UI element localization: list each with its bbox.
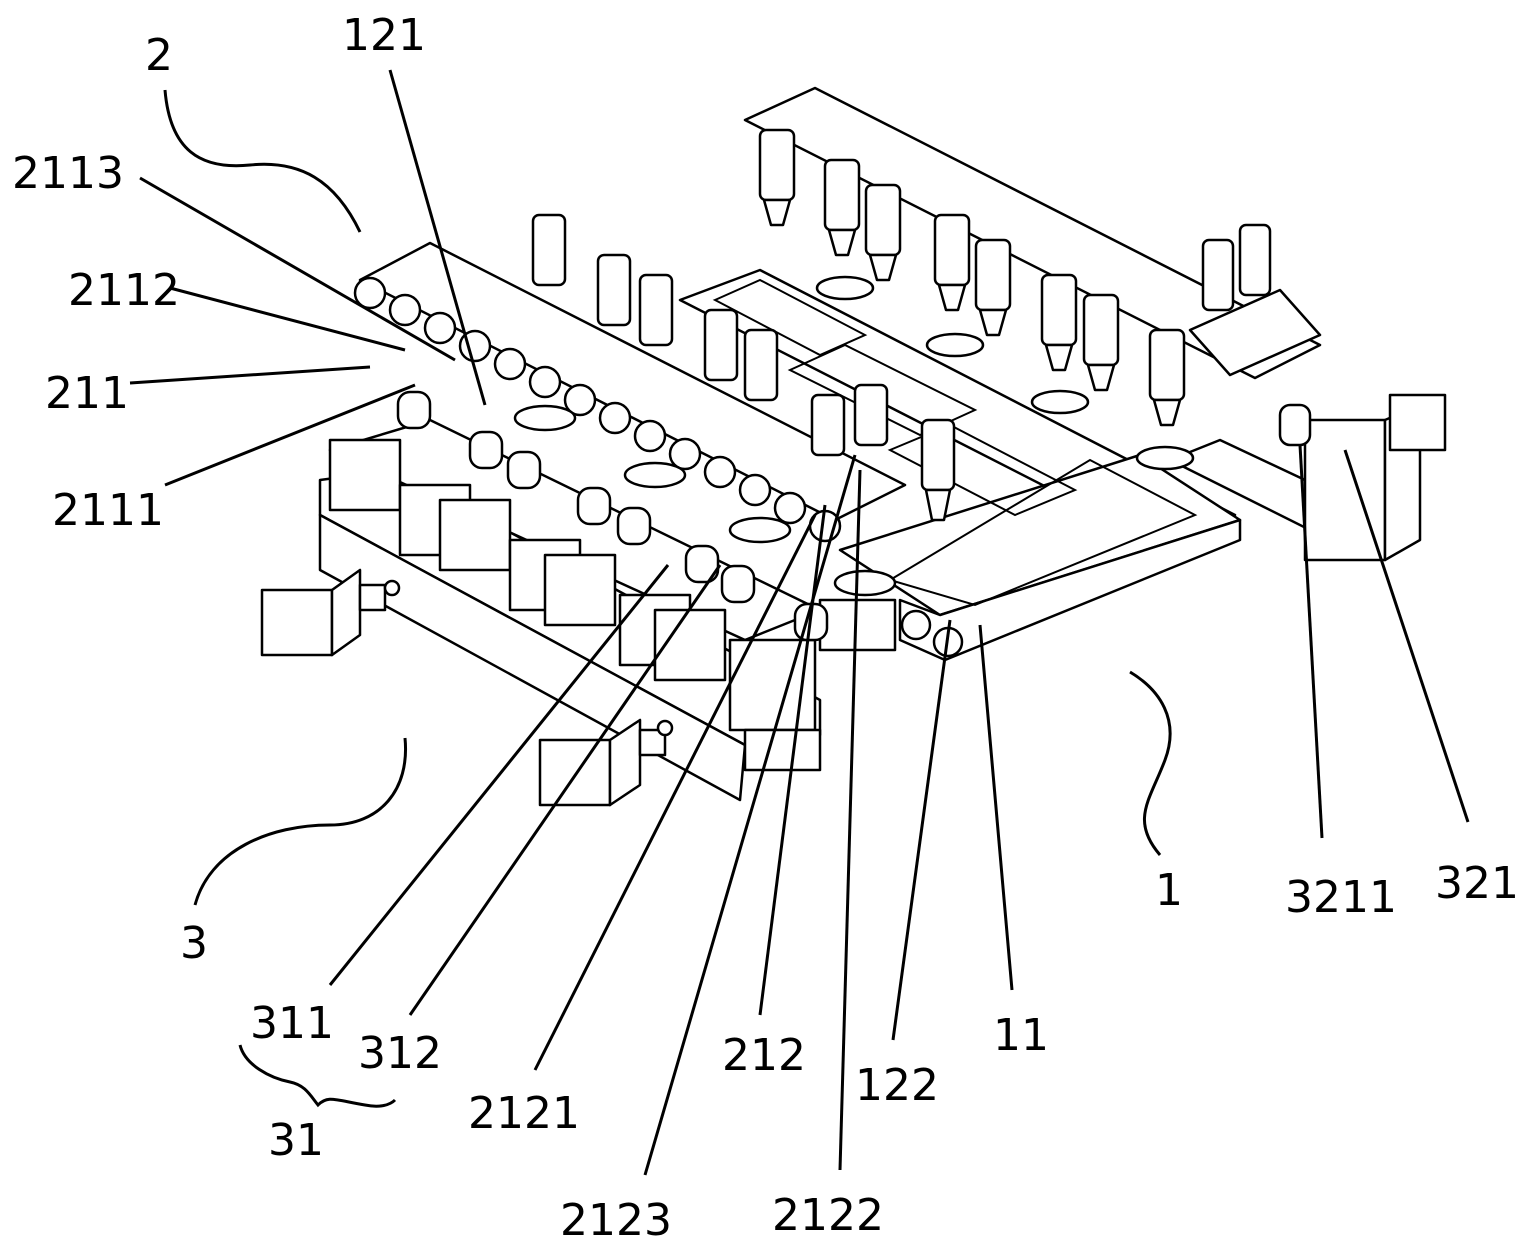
leader-121 <box>390 70 485 405</box>
label-122: 122 <box>855 1060 939 1111</box>
label-2121: 2121 <box>468 1088 580 1139</box>
label-211: 211 <box>45 368 129 419</box>
label-1: 1 <box>1155 865 1183 916</box>
roller-end-1 <box>902 611 930 639</box>
label-2123: 2123 <box>560 1195 672 1246</box>
label-321: 321 <box>1435 858 1519 909</box>
label-2: 2 <box>145 30 173 81</box>
label-31: 31 <box>268 1115 324 1166</box>
label-3: 3 <box>180 918 208 969</box>
label-2113: 2113 <box>12 148 124 199</box>
label-2122: 2122 <box>772 1190 884 1241</box>
label-2112: 2112 <box>68 265 180 316</box>
label-121: 121 <box>342 10 426 61</box>
leader-122 <box>893 620 950 1040</box>
label-311: 311 <box>250 998 334 1049</box>
leader-11 <box>980 625 1012 990</box>
label-212: 212 <box>722 1030 806 1081</box>
leader-1 <box>1130 672 1170 855</box>
label-2111: 2111 <box>52 485 164 536</box>
leader-3 <box>195 738 406 905</box>
label-11: 11 <box>993 1010 1049 1061</box>
label-312: 312 <box>358 1028 442 1079</box>
label-3211: 3211 <box>1285 872 1397 923</box>
leader-211 <box>130 367 370 383</box>
